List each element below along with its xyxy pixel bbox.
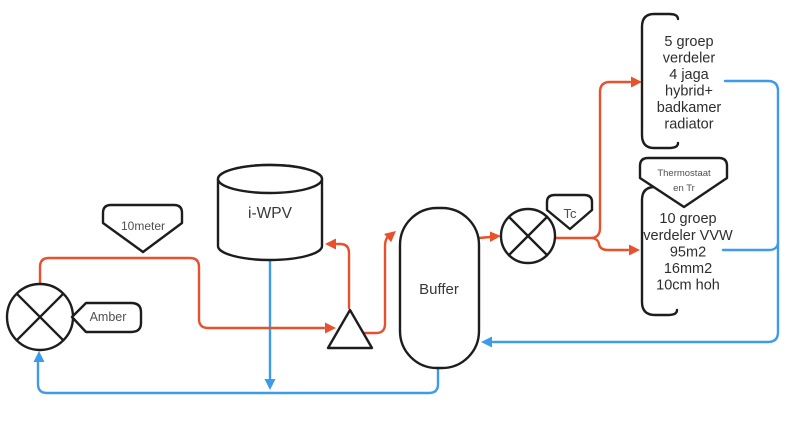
left-heat-pump: Amber — [5, 282, 143, 352]
arrow-right-icon — [629, 244, 640, 256]
thermostat-label-line1: Thermostaat — [657, 168, 711, 179]
pump-cross-icon — [507, 215, 549, 257]
supply-line-buffer-to-right-pump — [477, 235, 492, 240]
cylinder-top — [216, 163, 324, 195]
block-text-line: 4 jaga — [669, 67, 709, 83]
supply-branch-to-bottom-block — [590, 236, 630, 252]
thermostat-label-line2: en Tr — [673, 183, 695, 194]
top-distribution-block: 5 groep verdeler 4 jaga hybrid+ badkamer… — [640, 12, 722, 150]
block-text-line: 16mm2 — [664, 261, 712, 277]
arrow-right-icon — [631, 76, 642, 88]
block-text-line: 95m2 — [670, 245, 706, 261]
buffer-tank: Buffer — [398, 206, 481, 370]
supply-line-valve-to-buffer — [361, 233, 392, 335]
arrow-up-icon — [33, 351, 45, 362]
amber-label: Amber — [90, 310, 127, 324]
arrow-left-icon — [481, 336, 492, 348]
arrow-down-icon — [264, 379, 276, 390]
block-text-line: hybrid+ — [665, 84, 713, 100]
block-text-line: verdeler — [663, 51, 716, 67]
return-line-top-block-to-buffer — [491, 79, 780, 344]
block-text-line: badkamer — [657, 100, 722, 116]
supply-line-valve-to-tank — [335, 242, 351, 310]
supply-branch-to-top-block — [590, 80, 632, 240]
tc-tag-shape — [545, 193, 594, 231]
block-text-line: 10cm hoh — [656, 278, 720, 294]
distance-label: 10meter — [121, 219, 165, 233]
bottom-distribution-block: Thermostaat en Tr 10 groep verdeler VVW … — [638, 156, 733, 317]
valve-triangle-icon — [326, 308, 374, 350]
return-lines — [33, 79, 780, 395]
amber-tag-shape — [70, 301, 143, 334]
pump-cross-icon — [15, 292, 65, 342]
return-line-bottom-block-branch — [721, 241, 780, 252]
arrow-right-icon — [325, 322, 336, 334]
tank-label: i-WPV — [248, 205, 293, 222]
arrow-left-icon — [325, 238, 336, 250]
supply-lines — [38, 76, 642, 335]
arrow-right-icon — [490, 231, 501, 242]
buffer-body — [398, 206, 481, 370]
iwpv-tank: i-WPV — [216, 163, 324, 262]
block-text-line: radiator — [664, 117, 713, 133]
right-circulation-pump: Tc — [499, 193, 594, 265]
buffer-label: Buffer — [419, 281, 459, 298]
pentagon-down-icon — [101, 203, 184, 254]
arrow-up-right-icon — [384, 231, 396, 243]
block-text-line: 5 groep — [664, 34, 713, 50]
distance-marker: 10meter — [101, 203, 184, 254]
block-text-line: verdeler VVW — [643, 228, 733, 244]
block-text-line: 10 groep — [659, 211, 716, 227]
thermostat-pentagon-shape — [638, 156, 729, 209]
supply-line-left-pump-to-valve — [38, 256, 326, 330]
tc-label: Tc — [564, 206, 578, 221]
return-line-buffer-to-left-pump — [36, 360, 440, 395]
bracket-shape — [640, 12, 680, 150]
